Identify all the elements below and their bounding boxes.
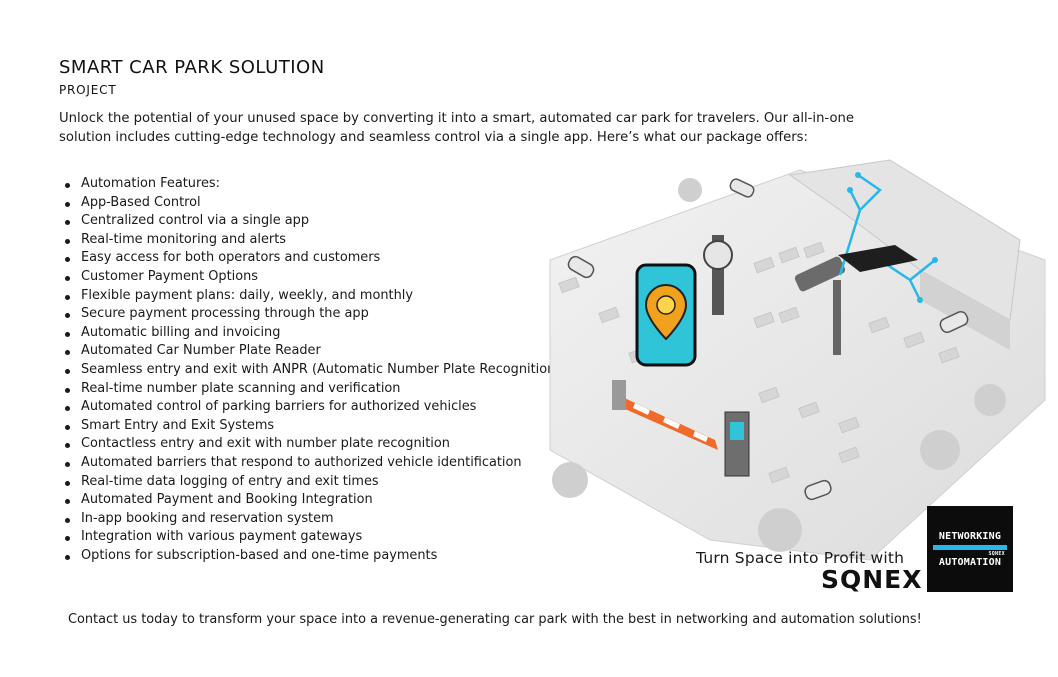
list-item: Customer Payment Options (62, 268, 560, 287)
network-switch-icon (838, 245, 918, 272)
contact-text: Contact us today to transform your space… (68, 612, 922, 627)
list-item: Options for subscription-based and one-t… (62, 547, 560, 566)
camera-icon (567, 178, 969, 501)
list-item: Integration with various payment gateway… (62, 528, 560, 547)
list-item: Smart Entry and Exit Systems (62, 417, 560, 436)
list-item: Seamless entry and exit with ANPR (Autom… (62, 361, 560, 380)
pay-station (724, 411, 750, 477)
list-item: Real-time monitoring and alerts (62, 231, 560, 250)
list-item: Centralized control via a single app (62, 212, 560, 231)
list-item: Automation Features: (62, 175, 560, 194)
list-item: App-Based Control (62, 194, 560, 213)
car-park-illustration (549, 159, 1046, 561)
feature-list: Automation Features: App-Based Control C… (62, 175, 560, 565)
brand-logo: SQNEX (821, 565, 923, 594)
logo-line-1: NETWORKING (938, 530, 1002, 542)
list-item: Automated Payment and Booking Integratio… (62, 491, 560, 510)
list-item: Secure payment processing through the ap… (62, 305, 560, 324)
dome-camera-icon (703, 240, 733, 270)
page-title: SMART CAR PARK SOLUTION (59, 57, 325, 78)
list-item: Automated Car Number Plate Reader (62, 342, 560, 361)
list-item: Flexible payment plans: daily, weekly, a… (62, 287, 560, 306)
logo-small-text: SQNEX (988, 550, 1005, 557)
logo-accent-bar (933, 544, 1007, 550)
list-item: Automated barriers that respond to autho… (62, 454, 560, 473)
list-item: In-app booking and reservation system (62, 510, 560, 529)
list-item: Contactless entry and exit with number p… (62, 435, 560, 454)
list-item: Automated control of parking barriers fo… (62, 398, 560, 417)
list-item: Real-time number plate scanning and veri… (62, 380, 560, 399)
list-item: Easy access for both operators and custo… (62, 249, 560, 268)
list-item: Automatic billing and invoicing (62, 324, 560, 343)
logo-line-2: AUTOMATION (938, 556, 1002, 568)
list-item: Real-time data logging of entry and exit… (62, 473, 560, 492)
page-subtitle: PROJECT (59, 83, 117, 97)
tagline: Turn Space into Profit with (696, 549, 905, 567)
networking-automation-logo: NETWORKING SQNEX AUTOMATION (927, 506, 1013, 592)
intro-paragraph: Unlock the potential of your unused spac… (59, 111, 854, 145)
